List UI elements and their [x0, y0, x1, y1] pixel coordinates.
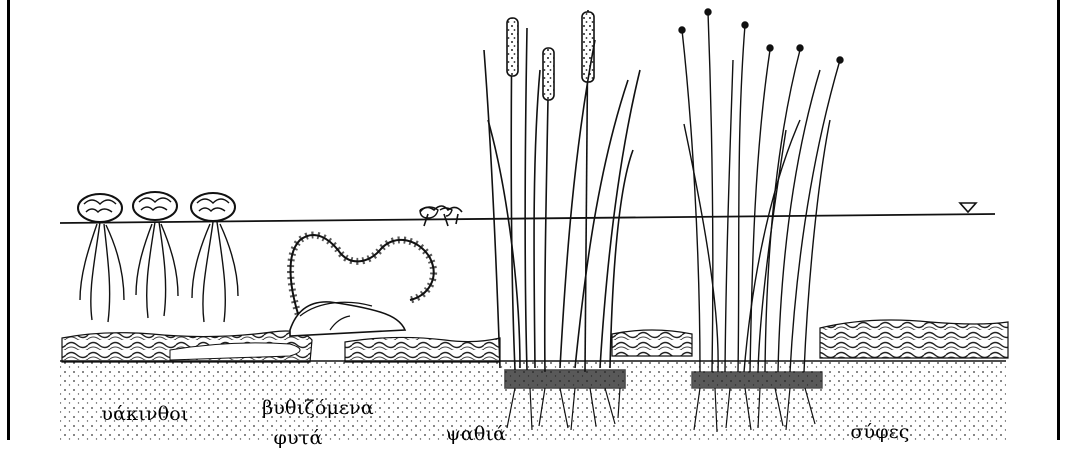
label-submerged-line2: φυτά	[274, 427, 323, 449]
water-hyacinths	[78, 192, 238, 322]
label-bulrushes: σύφες	[850, 421, 909, 443]
label-cattails: ψαθιά	[446, 423, 506, 445]
submerged-plants	[290, 207, 452, 336]
label-submerged-line1: βυθιζόμενα	[262, 397, 374, 419]
water-level-symbol	[960, 203, 976, 212]
label-hyacinths: υάκινθοι	[101, 403, 188, 425]
